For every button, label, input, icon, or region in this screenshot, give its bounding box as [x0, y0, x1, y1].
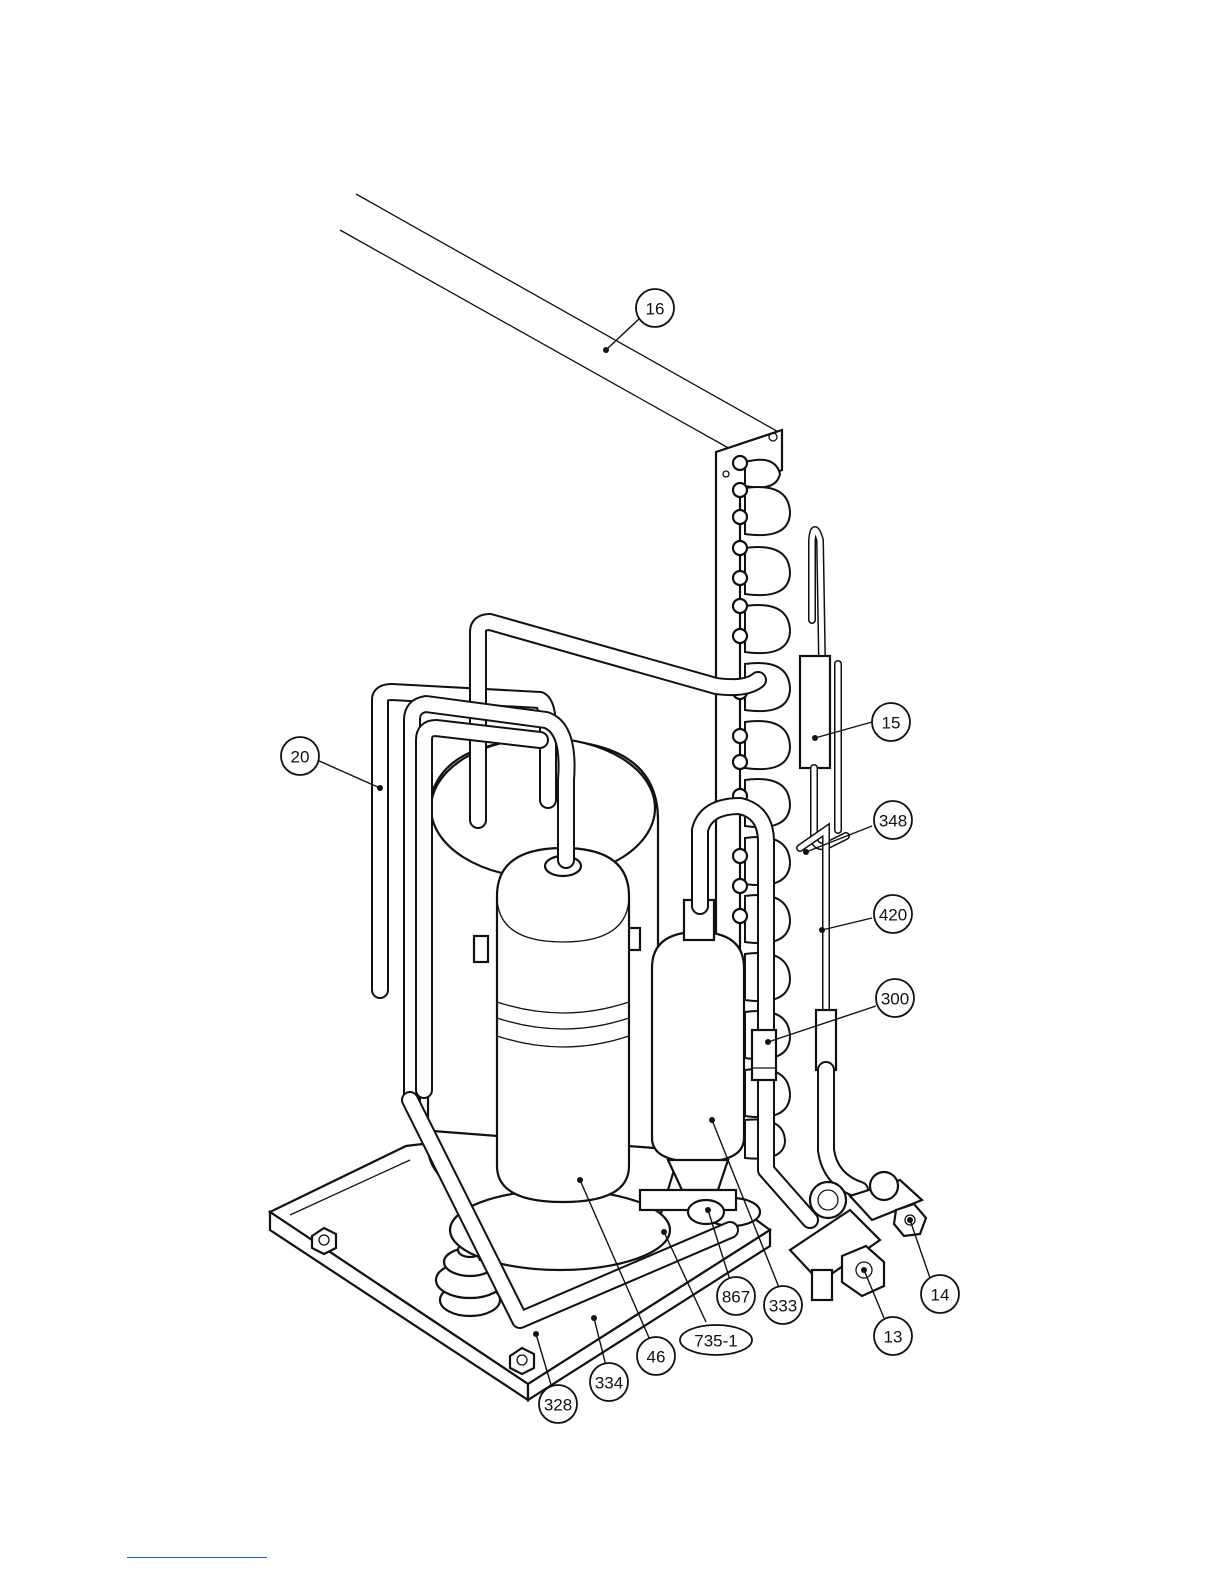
callout-300-label: 300 [881, 990, 909, 1009]
callout-334-label: 334 [595, 1374, 623, 1393]
callout-420: 420 [874, 895, 912, 933]
footer-rule [127, 1557, 267, 1558]
callout-735-1-label: 735-1 [694, 1332, 737, 1351]
callout-348-label: 348 [879, 812, 907, 831]
callout-14: 14 [921, 1275, 959, 1313]
callout-348: 348 [874, 801, 912, 839]
callout-328-label: 328 [544, 1396, 572, 1415]
callout-13-label: 13 [884, 1328, 903, 1347]
callout-20: 20 [281, 737, 319, 775]
callout-15-label: 15 [882, 714, 901, 733]
callout-46-label: 46 [647, 1348, 666, 1367]
callout-735-1: 735-1 [680, 1325, 752, 1355]
callout-14-label: 14 [931, 1286, 950, 1305]
accumulator [497, 848, 629, 1202]
callout-20-label: 20 [291, 748, 310, 767]
callout-333-label: 333 [769, 1297, 797, 1316]
callout-16: 16 [636, 289, 674, 327]
callout-334: 334 [590, 1363, 628, 1401]
callout-13: 13 [874, 1317, 912, 1355]
callout-46: 46 [637, 1337, 675, 1375]
callout-333: 333 [764, 1286, 802, 1324]
callout-867-label: 867 [722, 1288, 750, 1307]
callout-300: 300 [876, 979, 914, 1017]
callout-16-label: 16 [646, 300, 665, 319]
strainer-and-capillary [800, 530, 860, 1190]
callout-867: 867 [717, 1277, 755, 1315]
callout-420-label: 420 [879, 906, 907, 925]
callout-328: 328 [539, 1385, 577, 1423]
callout-15: 15 [872, 703, 910, 741]
